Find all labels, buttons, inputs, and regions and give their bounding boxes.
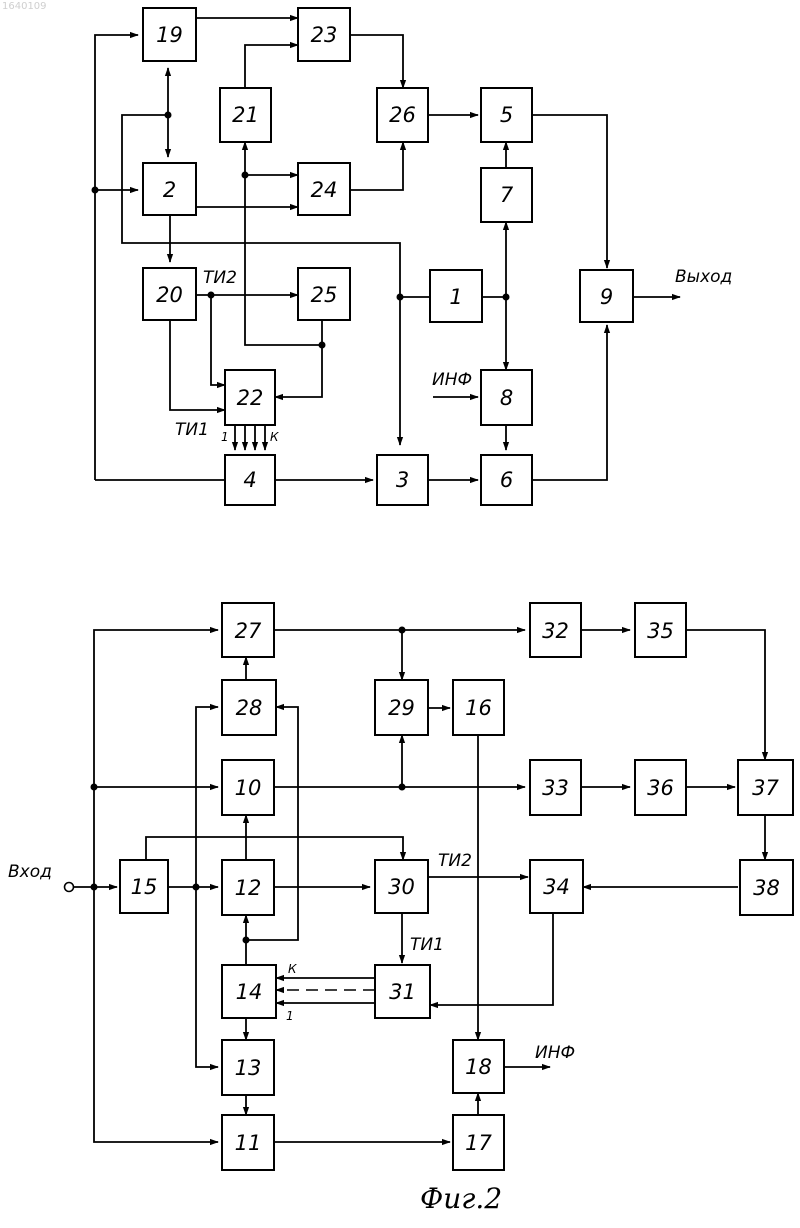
svg-text:25: 25 — [311, 283, 338, 307]
svg-text:14: 14 — [236, 980, 263, 1004]
svg-text:38: 38 — [753, 876, 780, 900]
block-4: 4 — [225, 455, 275, 505]
document-number: 1640109 — [2, 1, 47, 12]
ti1-label-fig1: ТИ1 — [175, 420, 209, 440]
bus-last-label-fig2: К — [288, 962, 297, 976]
block-30: 30 — [375, 860, 428, 913]
block-26: 26 — [377, 88, 428, 142]
block-21: 21 — [220, 88, 271, 142]
svg-text:9: 9 — [600, 285, 613, 309]
block-13: 13 — [222, 1040, 274, 1095]
block-32: 32 — [530, 603, 581, 657]
svg-text:17: 17 — [465, 1131, 492, 1155]
svg-text:22: 22 — [237, 386, 264, 410]
svg-text:3: 3 — [396, 468, 409, 492]
svg-text:29: 29 — [388, 696, 415, 720]
block-34: 34 — [530, 860, 583, 913]
svg-text:30: 30 — [388, 875, 415, 899]
figure-2: 27 32 35 28 29 16 10 33 36 37 15 12 30 3… — [8, 603, 793, 1170]
svg-text:12: 12 — [235, 876, 262, 900]
block-1: 1 — [430, 270, 482, 322]
block-37: 37 — [738, 760, 793, 815]
svg-text:31: 31 — [389, 980, 416, 1004]
block-35: 35 — [635, 603, 686, 657]
block-9: 9 — [580, 270, 633, 322]
svg-text:15: 15 — [131, 875, 158, 899]
svg-text:18: 18 — [465, 1055, 492, 1079]
svg-text:27: 27 — [235, 619, 262, 643]
block-12: 12 — [222, 860, 274, 915]
svg-text:32: 32 — [542, 619, 569, 643]
svg-text:16: 16 — [465, 696, 492, 720]
svg-text:19: 19 — [156, 23, 183, 47]
block-18: 18 — [453, 1040, 504, 1093]
block-31: 31 — [375, 965, 430, 1018]
svg-text:7: 7 — [500, 183, 514, 207]
bus-first-label-fig1: 1 — [221, 430, 229, 444]
svg-text:33: 33 — [542, 776, 569, 800]
ti2-label-fig2: ТИ2 — [438, 851, 472, 871]
block-14: 14 — [222, 965, 276, 1018]
block-23: 23 — [298, 8, 350, 61]
svg-text:5: 5 — [500, 103, 513, 127]
svg-text:1: 1 — [449, 285, 462, 309]
input-terminal — [65, 883, 74, 892]
block-20: 20 — [143, 268, 196, 320]
block-6: 6 — [481, 455, 532, 505]
block-11: 11 — [222, 1115, 274, 1170]
inf-label-fig1: ИНФ — [432, 370, 472, 390]
block-5: 5 — [481, 88, 532, 142]
svg-text:8: 8 — [500, 386, 513, 410]
block-29: 29 — [375, 680, 428, 735]
block-15: 15 — [120, 860, 168, 913]
svg-text:35: 35 — [647, 619, 674, 643]
figure-caption: Фиг.2 — [420, 1182, 502, 1215]
svg-text:2: 2 — [163, 178, 176, 202]
block-17: 17 — [453, 1115, 504, 1170]
block-28: 28 — [222, 680, 276, 735]
figure-1: 19 23 21 26 5 2 24 7 20 25 1 9 22 8 4 3 … — [92, 8, 733, 505]
block-7: 7 — [481, 168, 532, 222]
block-27: 27 — [222, 603, 274, 657]
svg-text:11: 11 — [235, 1131, 262, 1155]
svg-text:6: 6 — [500, 468, 513, 492]
block-8: 8 — [481, 370, 532, 425]
svg-text:26: 26 — [389, 103, 416, 127]
svg-text:20: 20 — [156, 283, 183, 307]
output-label: Выход — [675, 267, 732, 287]
svg-text:4: 4 — [243, 468, 256, 492]
svg-text:10: 10 — [235, 776, 262, 800]
svg-text:21: 21 — [232, 103, 259, 127]
block-19: 19 — [143, 8, 196, 61]
svg-text:13: 13 — [235, 1056, 262, 1080]
block-2: 2 — [143, 163, 196, 215]
bus-first-label-fig2: 1 — [286, 1009, 294, 1023]
block-25: 25 — [298, 268, 350, 320]
block-22: 22 — [225, 370, 275, 425]
block-38: 38 — [740, 860, 793, 915]
svg-text:36: 36 — [647, 776, 674, 800]
svg-text:24: 24 — [311, 178, 338, 202]
block-3: 3 — [377, 455, 428, 505]
block-24: 24 — [298, 163, 350, 215]
input-label: Вход — [8, 862, 52, 882]
block-10: 10 — [222, 760, 274, 815]
svg-text:28: 28 — [236, 696, 263, 720]
svg-text:23: 23 — [311, 23, 338, 47]
svg-text:37: 37 — [752, 776, 779, 800]
block-33: 33 — [530, 760, 581, 815]
block-36: 36 — [635, 760, 686, 815]
block-16: 16 — [453, 680, 504, 735]
ti1-label-fig2: ТИ1 — [410, 935, 444, 955]
bus-last-label-fig1: К — [270, 430, 279, 444]
inf-label-fig2: ИНФ — [535, 1043, 575, 1063]
svg-text:34: 34 — [543, 875, 570, 899]
ti2-label-fig1: ТИ2 — [203, 268, 237, 288]
